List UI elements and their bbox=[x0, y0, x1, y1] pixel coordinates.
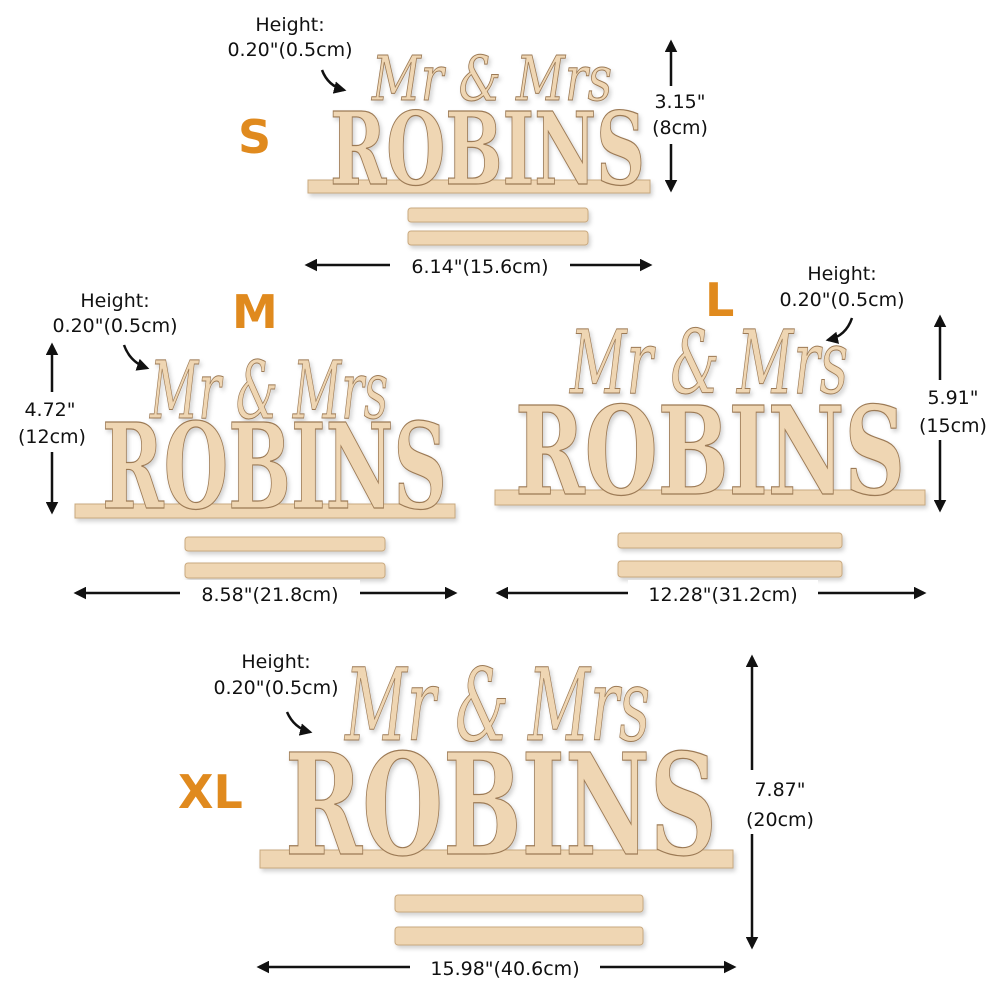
thickness-title: Height: bbox=[80, 290, 149, 312]
size-s-panel: S Height: 0.20"(0.5cm) Mr & Mrs ROBINS 6… bbox=[227, 14, 715, 278]
width-value: 8.58"(21.8cm) bbox=[201, 584, 338, 606]
size-m-panel: M Height: 0.20"(0.5cm) Mr & Mrs ROBINS 8… bbox=[8, 285, 458, 606]
curved-arrow-icon bbox=[825, 317, 854, 344]
sign-l: Mr & Mrs ROBINS bbox=[494, 311, 926, 578]
size-label: S bbox=[238, 110, 271, 164]
thickness-value: 0.20"(0.5cm) bbox=[779, 289, 904, 311]
sign-base bbox=[259, 849, 734, 869]
stand bbox=[407, 230, 589, 246]
height-cm: (12cm) bbox=[18, 426, 86, 448]
height-inches: 4.72" bbox=[24, 399, 75, 421]
size-xl-panel: XL Height: 0.20"(0.5cm) Mr & Mrs ROBINS … bbox=[178, 647, 824, 980]
stand bbox=[394, 894, 644, 913]
curved-arrow-icon bbox=[122, 344, 150, 371]
stand bbox=[394, 926, 644, 946]
sign-name: ROBINS bbox=[285, 724, 717, 888]
thickness-value: 0.20"(0.5cm) bbox=[52, 315, 177, 337]
stand bbox=[184, 562, 386, 579]
thickness-title: Height: bbox=[255, 14, 324, 36]
sign-script: Mr & Mrs bbox=[569, 311, 848, 414]
size-l-panel: L Height: 0.20"(0.5cm) Mr & Mrs ROBINS 1… bbox=[494, 263, 998, 606]
sign-base bbox=[307, 179, 651, 194]
height-inches: 7.87" bbox=[754, 779, 805, 801]
stand bbox=[184, 536, 386, 552]
height-cm: (15cm) bbox=[919, 415, 987, 437]
size-label: M bbox=[232, 285, 278, 339]
thickness-title: Height: bbox=[241, 651, 310, 673]
height-inches: 3.15" bbox=[654, 91, 705, 113]
sign-m: Mr & Mrs ROBINS bbox=[74, 344, 456, 579]
sign-base bbox=[74, 503, 456, 519]
stand bbox=[407, 207, 589, 223]
height-inches: 5.91" bbox=[927, 387, 978, 409]
sign-name: ROBINS bbox=[330, 90, 645, 208]
sign-name: ROBINS bbox=[515, 379, 905, 523]
stand bbox=[617, 560, 843, 578]
thickness-title: Height: bbox=[807, 263, 876, 285]
sign-s: Mr & Mrs ROBINS bbox=[307, 42, 651, 246]
sign-script: Mr & Mrs bbox=[149, 344, 388, 437]
thickness-value: 0.20"(0.5cm) bbox=[227, 39, 352, 61]
height-cm: (8cm) bbox=[652, 117, 708, 139]
height-cm: (20cm) bbox=[746, 809, 814, 831]
width-value: 6.14"(15.6cm) bbox=[411, 256, 548, 278]
width-value: 12.28"(31.2cm) bbox=[648, 584, 797, 606]
sign-xl: Mr & Mrs ROBINS bbox=[259, 647, 734, 946]
width-value: 15.98"(40.6cm) bbox=[430, 958, 579, 980]
thickness-value: 0.20"(0.5cm) bbox=[213, 677, 338, 699]
sign-script: Mr & Mrs bbox=[371, 42, 612, 115]
sign-base bbox=[494, 489, 926, 506]
curved-arrow-icon bbox=[285, 711, 313, 736]
size-label: L bbox=[705, 273, 734, 327]
size-label: XL bbox=[178, 765, 243, 819]
curved-arrow-icon bbox=[320, 69, 347, 94]
stand bbox=[617, 532, 843, 549]
sign-script: Mr & Mrs bbox=[344, 647, 650, 764]
sign-name: ROBINS bbox=[102, 397, 447, 536]
